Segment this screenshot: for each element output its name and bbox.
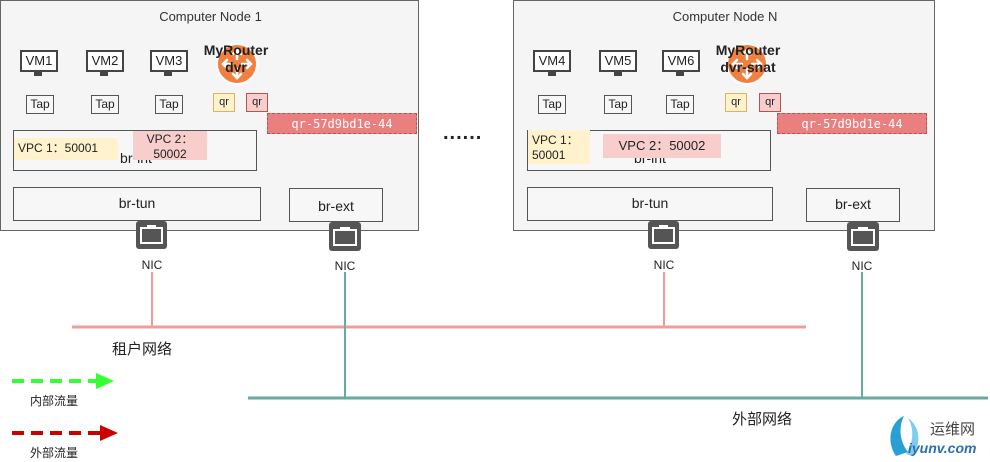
br-ext-bridge: br-ext bbox=[806, 188, 900, 222]
vpc2-tag: VPC 2：50002 bbox=[133, 131, 207, 161]
external-flow-arrow-icon bbox=[12, 425, 118, 441]
nic-label: NIC bbox=[141, 258, 163, 272]
tap-port: Tap bbox=[26, 95, 54, 114]
watermark-brand: 运维网 bbox=[930, 421, 976, 438]
vpc2-label: VPC 2：50002 bbox=[146, 132, 194, 161]
vm-3[interactable]: VM3 bbox=[150, 50, 188, 72]
vm-5[interactable]: VM5 bbox=[599, 50, 637, 72]
nic-icon bbox=[847, 222, 879, 251]
vm-stand bbox=[548, 72, 556, 76]
nic-icon bbox=[648, 221, 679, 249]
legend-external-label: 外部流量 bbox=[30, 446, 79, 460]
qr-port-id: qr-57d9bd1e-44 bbox=[267, 113, 417, 134]
vpc1-label: VPC 1：50001 bbox=[532, 133, 579, 162]
vpc2-tag: VPC 2：50002 bbox=[603, 134, 721, 158]
qr-port-vpc2: qr bbox=[246, 93, 268, 112]
qr-port-id: qr-57d9bd1e-44 bbox=[777, 113, 927, 134]
br-ext-bridge: br-ext bbox=[289, 188, 383, 222]
external-network-label: 外部网络 bbox=[732, 411, 793, 428]
router-name: MyRouter bbox=[715, 42, 781, 58]
tap-port: Tap bbox=[604, 95, 632, 114]
nic-icon bbox=[329, 222, 361, 251]
tap-port: Tap bbox=[155, 95, 183, 114]
tap-port: Tap bbox=[538, 95, 566, 114]
watermark-logo-icon bbox=[890, 416, 919, 456]
internal-flow-arrow-icon bbox=[12, 373, 114, 389]
router-mode: dvr-snat bbox=[720, 59, 776, 75]
node-title: Computer Node N bbox=[672, 9, 778, 24]
tap-port: Tap bbox=[91, 95, 119, 114]
nic-label: NIC bbox=[851, 259, 873, 273]
qr-port-vpc1: qr bbox=[725, 93, 747, 112]
vm-stand bbox=[34, 72, 42, 76]
nic-icon bbox=[136, 221, 167, 249]
nic-label: NIC bbox=[334, 259, 356, 273]
router-icon bbox=[726, 43, 768, 85]
vm-6[interactable]: VM6 bbox=[662, 50, 700, 72]
router-icon bbox=[216, 43, 258, 85]
watermark-url: iyunv.com bbox=[908, 440, 977, 456]
vm-2[interactable]: VM2 bbox=[86, 50, 124, 72]
br-tun-bridge: br-tun bbox=[527, 187, 773, 221]
tap-port: Tap bbox=[666, 95, 694, 114]
router-name: MyRouter bbox=[203, 42, 269, 58]
vm-stand bbox=[100, 72, 108, 76]
vm-stand bbox=[676, 72, 684, 76]
vm-4[interactable]: VM4 bbox=[533, 50, 571, 72]
vpc1-tag: VPC 1：50001 bbox=[528, 130, 590, 164]
qr-port-vpc2: qr bbox=[759, 93, 781, 112]
br-tun-bridge: br-tun bbox=[13, 187, 261, 221]
vm-stand bbox=[164, 72, 172, 76]
node-title: Computer Node 1 bbox=[159, 9, 262, 24]
tenant-network-label: 租户网络 bbox=[112, 341, 173, 358]
router-mode: dvr bbox=[225, 59, 247, 75]
nic-label: NIC bbox=[653, 258, 675, 272]
vm-stand bbox=[614, 72, 622, 76]
vpc1-tag: VPC 1：50001 bbox=[14, 138, 118, 160]
legend-internal-label: 内部流量 bbox=[30, 394, 79, 408]
ellipsis: ...... bbox=[443, 122, 483, 144]
qr-port-vpc1: qr bbox=[213, 93, 235, 112]
vm-1[interactable]: VM1 bbox=[20, 50, 58, 72]
